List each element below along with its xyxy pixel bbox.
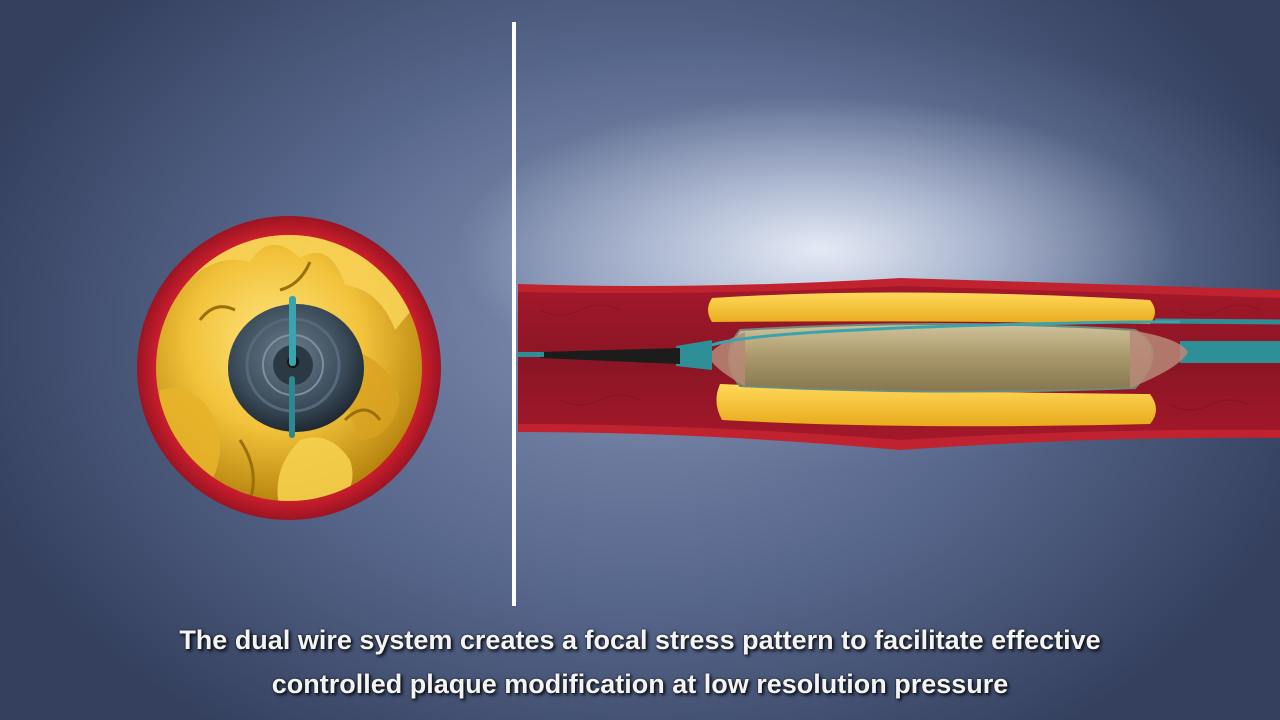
balloon-cone-right: [1130, 330, 1188, 388]
balloon: [728, 323, 1154, 393]
vessel-cross-section: [137, 216, 441, 520]
scoring-wire-bottom: [289, 376, 295, 438]
scoring-wire-top: [289, 296, 296, 366]
catheter-shaft: [1180, 341, 1280, 363]
split-divider: [512, 22, 516, 606]
wire-tip: [518, 352, 544, 357]
catheter-tip-cone: [676, 340, 712, 370]
balloon-cone-left: [708, 332, 745, 386]
vessel-longitudinal-section: [518, 278, 1280, 450]
catheter-tip: [540, 348, 680, 364]
caption-line-1: The dual wire system creates a focal str…: [179, 625, 1101, 655]
plaque-top: [708, 292, 1155, 324]
scoring-wire: [711, 320, 1180, 347]
caption: The dual wire system creates a focal str…: [0, 618, 1280, 706]
plaque-bottom: [716, 384, 1156, 427]
caption-line-2: controlled plaque modification at low re…: [271, 669, 1009, 699]
balloon-catheter-end-view: [228, 296, 364, 438]
